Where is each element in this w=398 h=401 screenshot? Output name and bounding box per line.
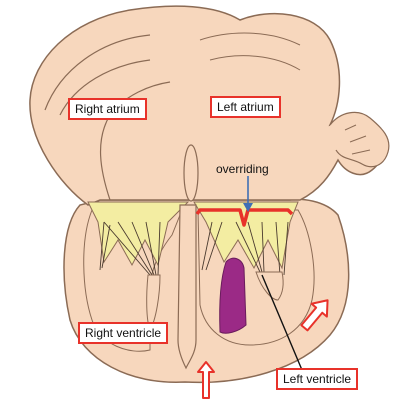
left-ventricle-label: Left ventricle — [276, 368, 358, 390]
atrial-septum — [184, 145, 198, 201]
interventricular-septum — [178, 205, 196, 368]
right-ventricle-label: Right ventricle — [78, 322, 168, 344]
purple-muscle-region — [220, 258, 246, 333]
left-atrium-label: Left atrium — [210, 96, 281, 118]
right-atrium-label: Right atrium — [68, 98, 147, 120]
overriding-label: overriding — [216, 162, 269, 176]
